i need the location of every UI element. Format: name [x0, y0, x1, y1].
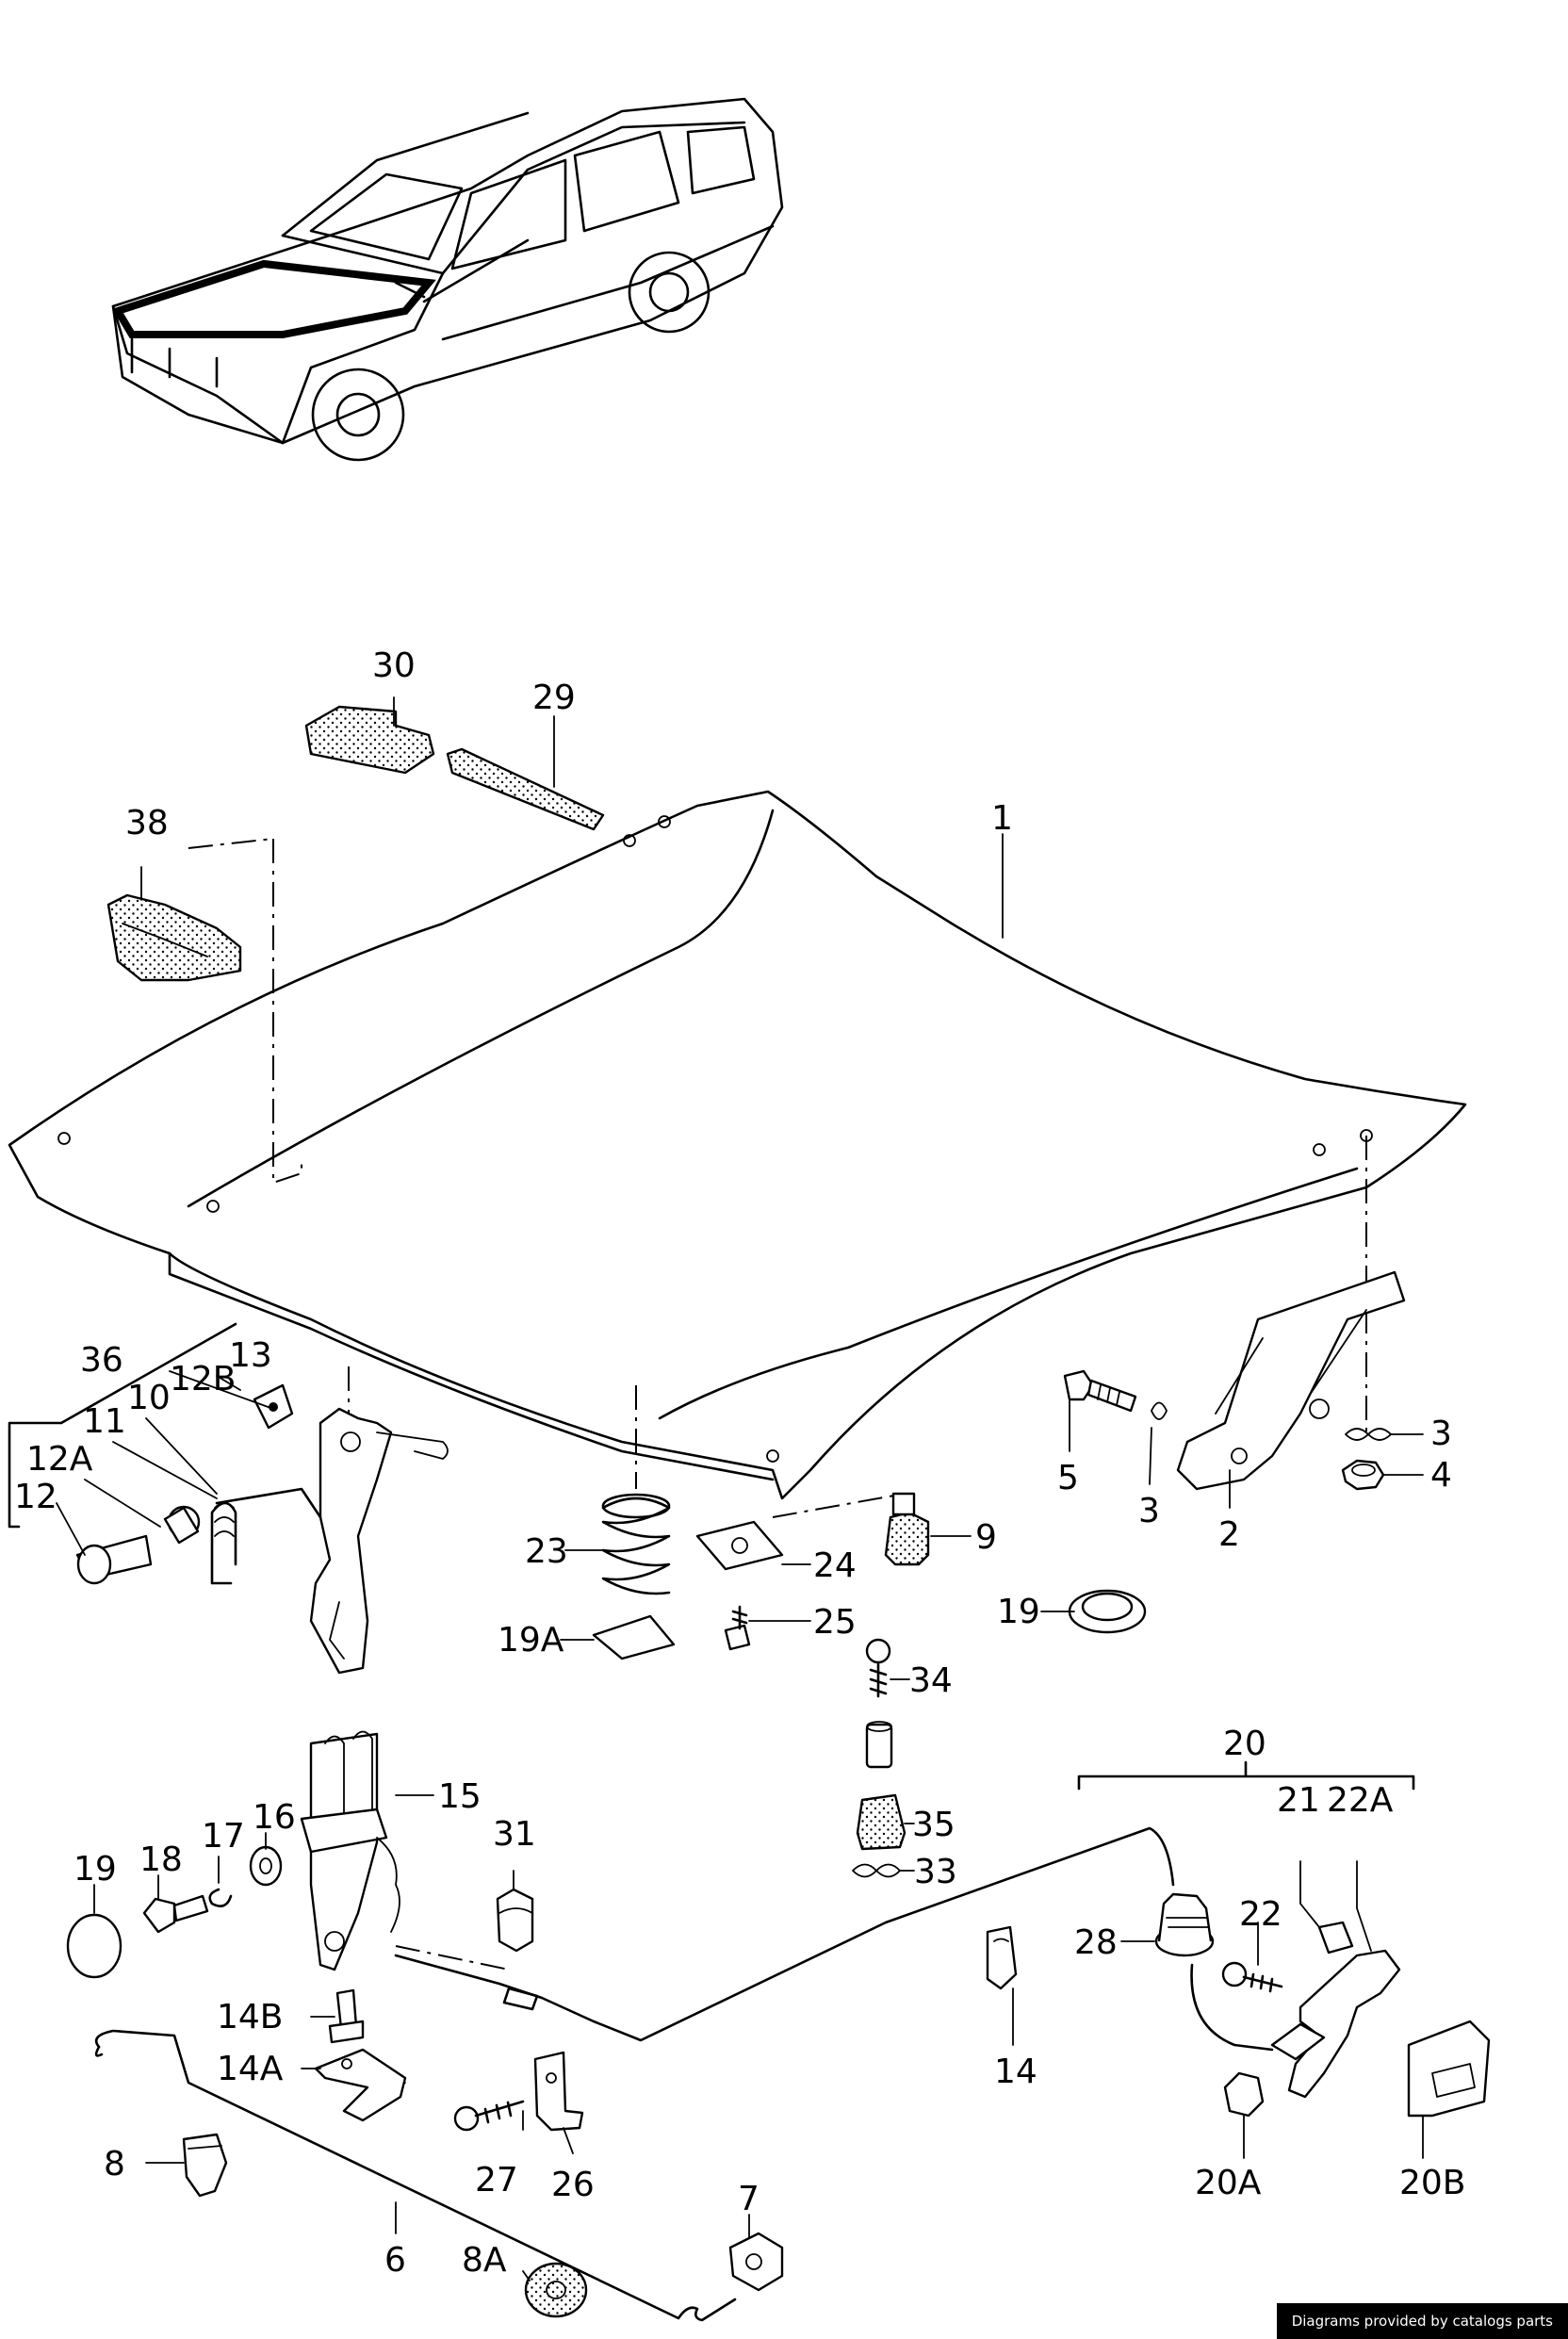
car-overview-illustration	[111, 97, 784, 462]
callout-2: 2	[1218, 1515, 1240, 1554]
callout-12A: 12A	[26, 1440, 93, 1479]
clip-31	[496, 1888, 534, 1953]
seal-strip-29	[446, 747, 605, 831]
plug-19	[66, 1913, 122, 1979]
pin-14B	[328, 1988, 365, 2044]
callout-10: 10	[127, 1379, 171, 1417]
hood-lock-15	[300, 1730, 400, 1971]
grommet-20A	[1223, 2071, 1265, 2118]
buffer-9	[884, 1492, 930, 1566]
plate-24	[695, 1520, 784, 1571]
leader-lines	[56, 696, 1424, 2282]
bolt-18	[142, 1894, 209, 1934]
callout-16: 16	[253, 1798, 296, 1837]
grommet-28	[1154, 1892, 1215, 1957]
washer-16	[249, 1845, 283, 1887]
clip-21	[1317, 1921, 1354, 1955]
callout-6: 6	[384, 2241, 406, 2280]
callout-24: 24	[813, 1546, 857, 1585]
callout-27: 27	[475, 2161, 518, 2200]
callout-25: 25	[813, 1603, 857, 1642]
callout-12: 12	[14, 1478, 57, 1516]
callout-31: 31	[493, 1815, 536, 1854]
bracket-14A	[314, 2048, 407, 2122]
callout-4: 4	[1430, 1456, 1452, 1495]
screw-25	[724, 1605, 751, 1651]
grommet-8A	[524, 2262, 588, 2318]
seal-strip-30	[304, 705, 435, 775]
callout-20: 20	[1223, 1725, 1266, 1763]
bolt-5	[1063, 1369, 1137, 1413]
callout-19A: 19A	[498, 1621, 564, 1660]
callout-35: 35	[912, 1806, 956, 1844]
callout-11: 11	[83, 1402, 126, 1441]
grommet-19	[1068, 1589, 1147, 1634]
callout-19a: 19	[74, 1850, 117, 1889]
callout-14A: 14A	[217, 2050, 284, 2088]
callout-18: 18	[139, 1840, 183, 1879]
callout-14B: 14B	[217, 1998, 284, 2036]
callout-22A: 22A	[1327, 1781, 1394, 1820]
callout-30: 30	[372, 646, 416, 685]
buffer-35	[856, 1793, 906, 1851]
callout-labels: 1 2 3 3 4 5 6 7 8 8A 9 10 11 12 12A 12B …	[14, 646, 1466, 2280]
callout-15: 15	[438, 1777, 482, 1816]
release-rod-6	[94, 2029, 737, 2322]
callout-17: 17	[202, 1817, 245, 1856]
callout-12B: 12B	[170, 1360, 237, 1398]
spring-23	[601, 1493, 671, 1595]
release-cable-20	[394, 1760, 1415, 2052]
gasket-19A	[592, 1614, 676, 1660]
callout-8A: 8A	[462, 2241, 507, 2280]
bracket-26	[533, 2051, 584, 2132]
callout-1: 1	[991, 799, 1013, 838]
callout-20B: 20B	[1399, 2164, 1466, 2202]
callout-33: 33	[914, 1853, 957, 1891]
callout-5: 5	[1057, 1459, 1079, 1497]
callout-9: 9	[975, 1518, 997, 1557]
clip-14	[986, 1925, 1018, 1990]
callout-29: 29	[532, 679, 576, 717]
hood-hinge-2	[1176, 1270, 1406, 1491]
callout-28: 28	[1074, 1923, 1118, 1962]
callout-21: 21	[1277, 1781, 1320, 1820]
callout-34: 34	[909, 1661, 953, 1700]
callout-22: 22	[1239, 1895, 1282, 1934]
diagram-credit: Diagrams provided by catalogs parts	[1276, 2303, 1568, 2339]
callout-38: 38	[125, 804, 169, 842]
callout-3b: 3	[1430, 1415, 1452, 1453]
screw-22	[1221, 1961, 1283, 1993]
hood-pad-38	[106, 893, 242, 982]
hood-panel	[8, 790, 1467, 1500]
spacer	[865, 1721, 893, 1769]
latch-assembly-36	[8, 1322, 449, 1675]
screw-27	[453, 2100, 525, 2132]
callout-23: 23	[525, 1532, 568, 1571]
callout-13: 13	[229, 1336, 272, 1375]
callout-8: 8	[104, 2145, 125, 2184]
clip-8	[182, 2133, 228, 2198]
clip-33	[852, 1863, 901, 1878]
callout-26: 26	[551, 2166, 595, 2204]
nut-4	[1341, 1459, 1385, 1491]
callout-14: 14	[994, 2053, 1037, 2091]
mounting-plate-20B	[1407, 2020, 1491, 2118]
lock-washer-17	[208, 1888, 233, 1907]
bushing-7	[728, 2232, 784, 2292]
screw-34	[865, 1638, 891, 1698]
callout-3a: 3	[1138, 1492, 1160, 1530]
callout-36: 36	[80, 1341, 123, 1380]
callout-19b: 19	[997, 1593, 1040, 1631]
release-handle-22A	[1270, 1949, 1401, 2099]
callout-20A: 20A	[1195, 2164, 1262, 2202]
callout-7: 7	[738, 2180, 760, 2218]
